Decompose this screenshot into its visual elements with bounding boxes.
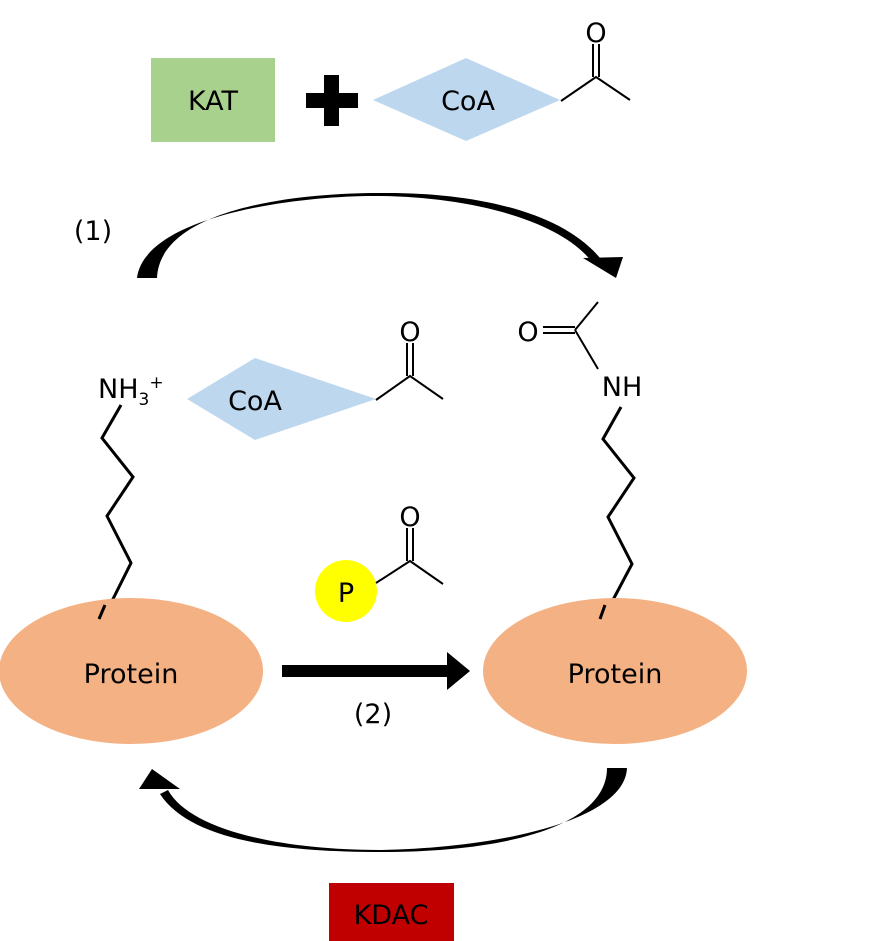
kdac-enzyme: KDAC bbox=[329, 883, 454, 941]
methyl-bond bbox=[574, 301, 599, 331]
step-2-label: (2) bbox=[354, 699, 392, 730]
carbonyl-oxygen-p: O bbox=[399, 502, 420, 533]
carbonyl-oxygen-mid: O bbox=[399, 317, 420, 348]
lysine-free: NH3+ CoA O Protein bbox=[0, 317, 444, 744]
lysine-acetylated: O NH Protein bbox=[483, 301, 747, 744]
protein-right bbox=[483, 598, 747, 744]
amine-group: NH3+ bbox=[98, 373, 164, 410]
kat-label: KAT bbox=[188, 86, 239, 117]
protein-left-label: Protein bbox=[84, 659, 179, 690]
acetyl-phosphate: P O bbox=[315, 502, 444, 622]
arrow-acetylation bbox=[137, 192, 623, 278]
coa-diamond-mid bbox=[187, 358, 376, 440]
acetyl-bond-p bbox=[375, 559, 444, 585]
amide-oxygen: O bbox=[517, 317, 538, 348]
chain-anchor-left bbox=[97, 604, 107, 620]
straight-arrow-head bbox=[447, 652, 470, 690]
coa-label-mid: CoA bbox=[228, 386, 282, 417]
arrow-deacetylation bbox=[139, 768, 627, 852]
arrow-nonenzymatic bbox=[282, 652, 470, 690]
arc-arrow-1-head bbox=[583, 257, 623, 278]
chain-anchor-right bbox=[598, 604, 607, 620]
carbonyl-oxygen: O bbox=[585, 18, 606, 49]
kdac-box bbox=[329, 883, 454, 941]
amine-charge: + bbox=[149, 373, 163, 393]
coa-label: CoA bbox=[441, 86, 495, 117]
plus-icon bbox=[306, 75, 358, 126]
step-1-label: (1) bbox=[74, 216, 112, 247]
kat-box bbox=[151, 58, 275, 142]
amine-subscript: 3 bbox=[139, 390, 150, 410]
phosphate-circle bbox=[315, 560, 377, 622]
kdac-label: KDAC bbox=[354, 900, 429, 931]
phosphate-label: P bbox=[338, 578, 354, 609]
protein-left bbox=[0, 598, 263, 744]
acetyl-coa-top: CoA O bbox=[373, 18, 631, 141]
acetyl-bond-mid bbox=[375, 374, 444, 401]
protein-right-label: Protein bbox=[568, 659, 663, 690]
amide-bond bbox=[574, 329, 599, 370]
coa-diamond bbox=[373, 58, 560, 141]
amine-nh: NH bbox=[98, 374, 139, 405]
amide-nh: NH bbox=[602, 372, 643, 403]
lysine-side-chain bbox=[100, 404, 135, 616]
acetyl-lysine-side-chain bbox=[601, 406, 636, 616]
arc-arrow-2-head bbox=[139, 769, 180, 789]
arc-arrow-1-body bbox=[137, 192, 600, 278]
acetyl-bond bbox=[560, 75, 631, 102]
straight-arrow-shaft bbox=[282, 665, 450, 677]
arc-arrow-2-body bbox=[160, 768, 627, 852]
kat-enzyme: KAT bbox=[151, 58, 275, 142]
